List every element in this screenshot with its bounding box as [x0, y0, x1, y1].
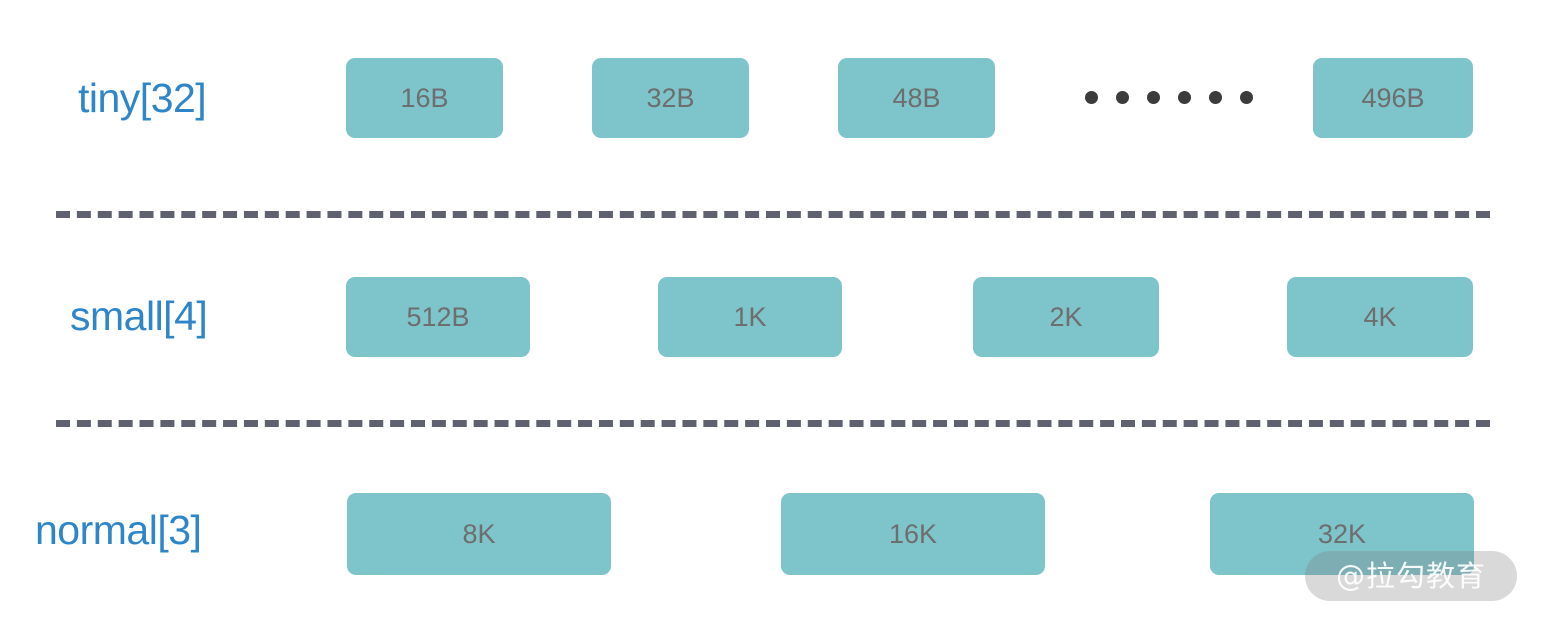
ellipsis-dot	[1178, 91, 1191, 104]
watermark: @拉勾教育	[1305, 551, 1517, 601]
row-label-tiny: tiny[32]	[78, 75, 207, 121]
chunk-box-16b: 16B	[346, 58, 503, 138]
chunk-box-48b: 48B	[838, 58, 995, 138]
ellipsis-dot	[1240, 91, 1253, 104]
chunk-box-32k: 32K	[1210, 493, 1474, 575]
chunk-box-4k: 4K	[1287, 277, 1473, 357]
row-label-normal: normal[3]	[35, 507, 202, 553]
separator-tiny-small	[56, 211, 1490, 218]
separator-small-normal	[56, 420, 1490, 427]
chunk-box-496b: 496B	[1313, 58, 1473, 138]
row-label-small: small[4]	[70, 293, 208, 339]
ellipsis-dots-tiny	[1085, 91, 1253, 104]
chunk-box-512b: 512B	[346, 277, 530, 357]
chunk-box-32b: 32B	[592, 58, 749, 138]
ellipsis-dot	[1209, 91, 1222, 104]
ellipsis-dot	[1085, 91, 1098, 104]
chunk-box-8k: 8K	[347, 493, 611, 575]
ellipsis-dot	[1116, 91, 1129, 104]
chunk-box-2k: 2K	[973, 277, 1159, 357]
chunk-box-16k: 16K	[781, 493, 1045, 575]
ellipsis-dot	[1147, 91, 1160, 104]
chunk-box-1k: 1K	[658, 277, 842, 357]
